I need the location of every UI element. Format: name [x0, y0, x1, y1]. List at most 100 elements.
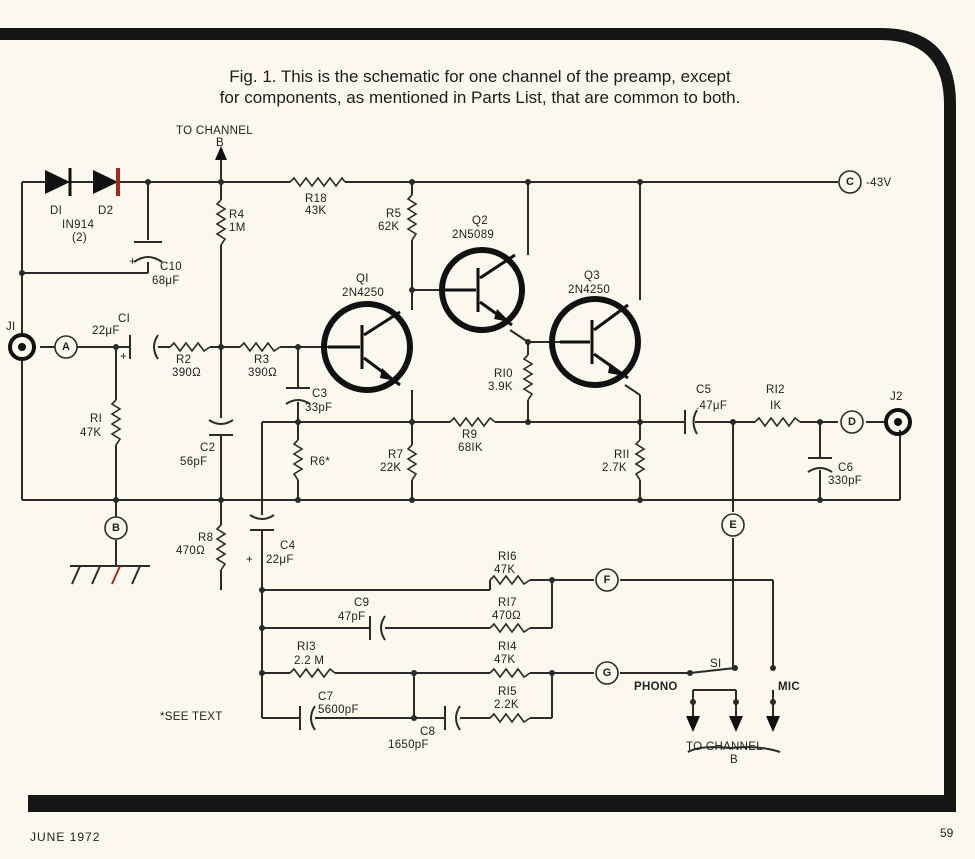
label-r9-value: 68IK: [458, 442, 483, 454]
resistor-r5: [406, 194, 418, 241]
label-to-channel-bottom-b: B: [730, 754, 738, 766]
label-r11: RII: [614, 449, 630, 461]
capacitor-c10: [133, 241, 163, 263]
label-r16-value: 47K: [494, 564, 515, 576]
label-r16: RI6: [498, 551, 517, 563]
label-c4-value: 22μF: [266, 554, 294, 566]
label-supply: -43V: [866, 177, 892, 189]
label-r1-value: 47K: [80, 427, 101, 439]
label-c10: C10: [160, 261, 182, 273]
svg-text:F: F: [604, 574, 611, 586]
svg-text:E: E: [729, 519, 736, 531]
capacitor-c5: [684, 409, 698, 435]
figure-caption: Fig. 1. This is the schematic for one ch…: [100, 66, 860, 108]
label-c3: C3: [312, 388, 327, 400]
label-see-text: *SEE TEXT: [160, 711, 223, 723]
label-r2: R2: [176, 354, 191, 366]
svg-text:A: A: [62, 341, 70, 353]
arrow-to-channel-b-top: [215, 146, 227, 182]
label-r8-value: 470Ω: [176, 545, 205, 557]
label-r11-value: 2.7K: [602, 462, 627, 474]
label-to-channel-top: TO CHANNEL: [176, 125, 253, 137]
footer-date: JUNE 1972: [30, 830, 101, 844]
capacitor-c6: [807, 457, 833, 473]
capacitors: [129, 241, 833, 731]
resistor-r12: [754, 416, 801, 428]
label-c4: C4: [280, 540, 296, 552]
label-d1: DI: [50, 205, 62, 217]
label-r3-value: 390Ω: [248, 367, 277, 379]
label-r5: R5: [386, 208, 401, 220]
label-c9-value: 47pF: [338, 611, 365, 623]
terminal-b: B: [104, 516, 128, 540]
resistor-r15: [489, 712, 531, 724]
terminal-g: G: [595, 661, 619, 685]
label-c9: C9: [354, 597, 369, 609]
label-r13: RI3: [297, 641, 316, 653]
label-q1-type: 2N4250: [342, 287, 384, 299]
transistor-q2: [439, 247, 525, 333]
resistor-r17: [489, 622, 531, 634]
diode-d1: [45, 170, 70, 194]
capacitor-c4: [249, 514, 275, 531]
label-diode-qty: (2): [72, 232, 87, 244]
label-r7: R7: [388, 449, 403, 461]
label-r6: R6*: [310, 456, 330, 468]
label-mic: MIC: [778, 681, 800, 693]
capacitor-c8: [444, 705, 461, 731]
resistor-r1: [110, 399, 122, 446]
jack-j2: [884, 408, 912, 436]
label-r12-value: IK: [770, 400, 781, 412]
component-labels: TO CHANNEL B DI D2 IN914 (2) C10 68μF + …: [6, 125, 903, 766]
label-r10: RI0: [494, 368, 513, 380]
label-c1-value: 22μF: [92, 325, 120, 337]
capacitor-c2: [208, 419, 234, 436]
label-r10-value: 3.9K: [488, 381, 513, 393]
label-c2-value: 56pF: [180, 456, 207, 468]
svg-text:C: C: [846, 176, 854, 188]
label-j1: JI: [6, 321, 16, 333]
capacitor-c1: [129, 334, 159, 360]
label-to-channel-top-b: B: [216, 137, 224, 149]
label-r18-value: 43K: [305, 205, 326, 217]
resistor-r8: [215, 524, 227, 571]
label-s1: SI: [710, 658, 721, 670]
resistor-r7: [406, 444, 418, 481]
label-r7-value: 22K: [380, 462, 401, 474]
label-c4-plus: +: [246, 554, 253, 566]
terminal-e: E: [721, 513, 745, 537]
label-c2: C2: [200, 442, 215, 454]
label-j2: J2: [890, 391, 903, 403]
resistor-r2: [169, 341, 211, 353]
page-frame: [0, 28, 956, 812]
label-to-channel-bottom: TO CHANNEL: [686, 741, 763, 753]
diodes: [45, 168, 120, 196]
label-r14: RI4: [498, 641, 517, 653]
terminal-a: A: [54, 335, 78, 359]
label-c5: C5: [696, 384, 711, 396]
terminal-c: C: [838, 170, 862, 194]
label-c7: C7: [318, 691, 333, 703]
terminal-f: F: [595, 568, 619, 592]
resistor-r11: [634, 439, 646, 481]
transistor-q1: [321, 301, 413, 393]
label-r14-value: 47K: [494, 654, 515, 666]
label-r17: RI7: [498, 597, 517, 609]
label-c1: CI: [118, 313, 130, 325]
label-r8: R8: [198, 532, 213, 544]
capacitor-c7: [299, 705, 316, 731]
label-r4: R4: [229, 209, 245, 221]
svg-text:B: B: [112, 522, 120, 534]
label-c7-value: 5600pF: [318, 704, 359, 716]
transistor-q3: [549, 296, 641, 388]
label-c3-value: 33pF: [305, 402, 332, 414]
resistor-r18: [289, 176, 346, 188]
label-q1: QI: [356, 273, 369, 285]
caption-line-2: for components, as mentioned in Parts Li…: [219, 88, 741, 107]
terminal-d: D: [840, 410, 864, 434]
resistor-r6: [292, 439, 304, 481]
label-r5-value: 62K: [378, 221, 399, 233]
label-r3: R3: [254, 354, 269, 366]
arrows-to-channel-b-bottom: [686, 699, 781, 753]
label-c8: C8: [420, 726, 435, 738]
